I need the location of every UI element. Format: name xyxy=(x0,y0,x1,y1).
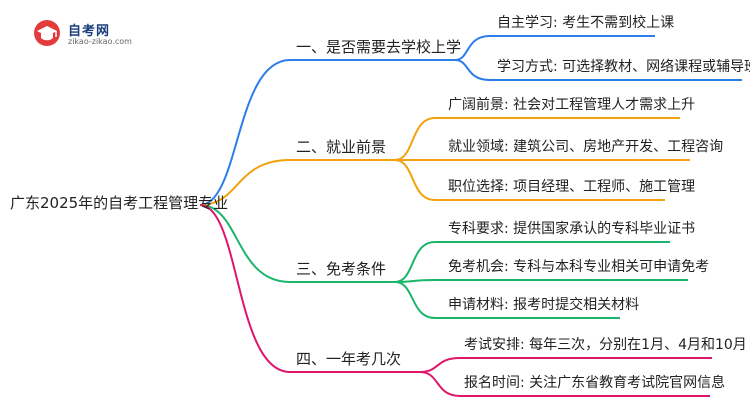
connector-b3-leaf-2 xyxy=(394,279,688,283)
connector-root-branch-4 xyxy=(199,204,420,373)
branch-2-leaf-1: 广阔前景: 社会对工程管理人才需求上升 xyxy=(448,97,696,113)
branch-2-leaf-3: 职位选择: 项目经理、工程师、施工管理 xyxy=(448,179,696,195)
branch-4-leaf-1: 考试安排: 每年三次，分别在1月、4月和10月 xyxy=(464,337,747,353)
connector-b2-leaf-3 xyxy=(394,159,665,201)
connector-root-branch-3 xyxy=(199,204,395,283)
connector-b1-leaf-1 xyxy=(454,35,655,61)
branch-2-label: 二、就业前景 xyxy=(296,138,387,156)
connector-root-branch-1 xyxy=(199,59,455,206)
site-logo[interactable]: 自考网 zikao-zikao.com xyxy=(32,18,152,48)
connector-b4-leaf-2 xyxy=(419,371,710,397)
connector-b3-leaf-3 xyxy=(394,281,620,319)
branch-4-label: 四、一年考几次 xyxy=(296,350,402,368)
branch-3-leaf-1: 专科要求: 提供国家承认的专科毕业证书 xyxy=(448,221,696,237)
logo-title: 自考网 xyxy=(68,24,111,39)
connector-b1-leaf-2 xyxy=(454,59,742,81)
branch-3-label: 三、免考条件 xyxy=(296,260,387,278)
connector-b2-leaf-1 xyxy=(394,117,680,161)
branch-2-leaf-2: 就业领域: 建筑公司、房地产开发、工程咨询 xyxy=(448,139,724,155)
branch-3-leaf-3: 申请材料: 报考时提交相关材料 xyxy=(448,297,640,313)
branch-1-leaf-2: 学习方式: 可选择教材、网络课程或辅导班 xyxy=(497,59,750,75)
branch-4-leaf-2: 报名时间: 关注广东省教育考试院官网信息 xyxy=(464,375,726,391)
connector-b4-leaf-1 xyxy=(419,357,712,373)
branch-1-label: 一、是否需要去学校上学 xyxy=(296,38,462,56)
connector-root-branch-2 xyxy=(199,159,395,206)
root-topic: 广东2025年的自考工程管理专业 xyxy=(10,194,229,212)
connector-b3-leaf-1 xyxy=(394,241,670,283)
branch-1-leaf-1: 自主学习: 考生不需到校上课 xyxy=(497,15,675,31)
logo-url: zikao-zikao.com xyxy=(68,37,132,46)
branch-3-leaf-2: 免考机会: 专科与本科专业相关可申请免考 xyxy=(448,259,710,275)
graduation-cap-icon xyxy=(34,20,60,46)
